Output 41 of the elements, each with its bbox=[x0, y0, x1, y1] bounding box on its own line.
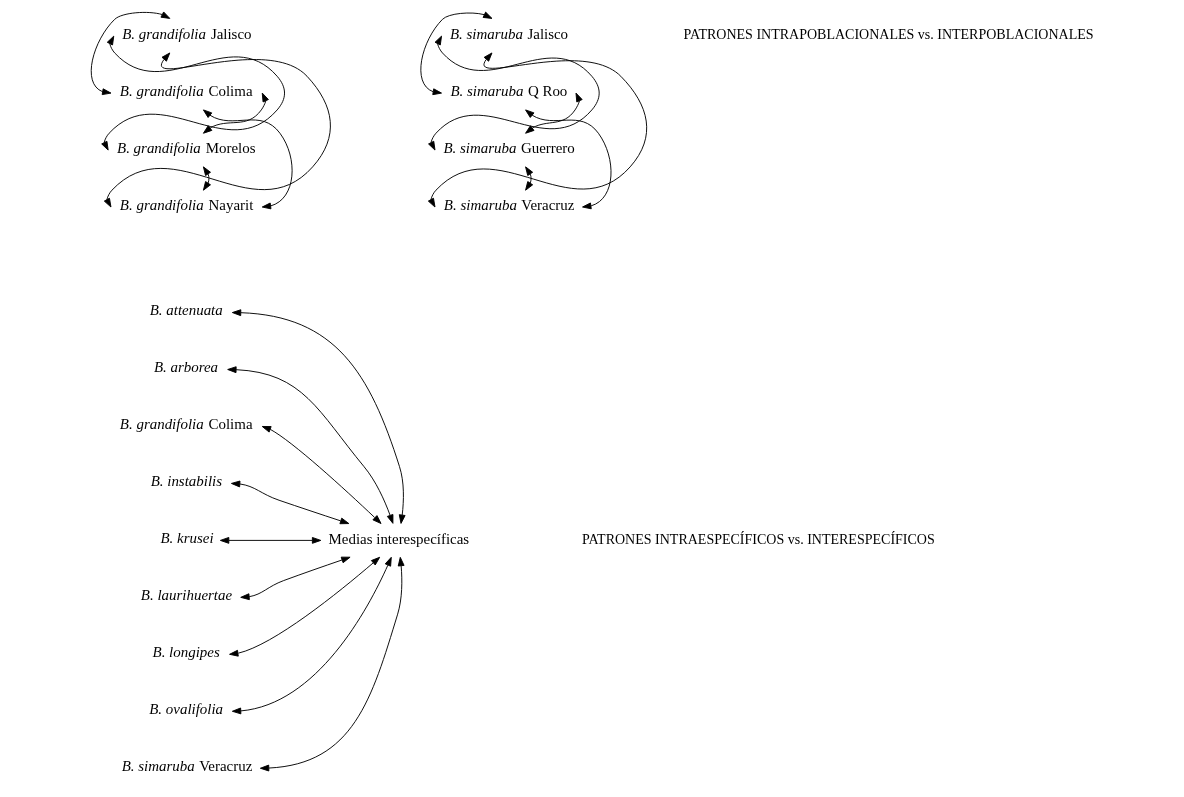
node-text: B. simaruba Veracruz bbox=[121, 757, 252, 774]
node-text: B. grandifolia Colima bbox=[119, 416, 253, 433]
arrow bbox=[219, 537, 321, 544]
arrow bbox=[231, 309, 406, 524]
arrow bbox=[103, 52, 331, 208]
arrow bbox=[90, 11, 170, 96]
node-text: B. grandifolia Morelos bbox=[116, 139, 256, 156]
node-text: B. simaruba Q Roo bbox=[449, 82, 567, 99]
arrow bbox=[202, 109, 293, 210]
node-text: Medias interespecíficas bbox=[328, 530, 469, 547]
label: PATRONES INTRAPOBLACIONALES vs. INTERPOBLACIONALES bbox=[682, 27, 1094, 43]
arrow bbox=[259, 556, 405, 772]
arrow bbox=[202, 92, 269, 134]
arrow bbox=[261, 426, 381, 524]
node-text: B. laurihuertae bbox=[140, 586, 232, 603]
arrow bbox=[231, 556, 392, 715]
arrow bbox=[226, 366, 393, 524]
arrow bbox=[524, 92, 583, 134]
node-text: B. ovalifolia bbox=[148, 700, 223, 717]
arrow bbox=[202, 166, 211, 191]
node-text: B. attenuata bbox=[149, 302, 223, 319]
node-text: B. simaruba Jalisco bbox=[449, 25, 568, 42]
node-text: B. krusei bbox=[159, 530, 214, 547]
node-text: B. grandifolia Jalisco bbox=[121, 25, 252, 42]
node-text: B. simaruba Veracruz bbox=[443, 196, 574, 213]
arrow bbox=[524, 109, 611, 210]
arrow bbox=[230, 480, 349, 525]
arrow bbox=[427, 52, 647, 208]
arrow bbox=[239, 556, 351, 601]
arrow bbox=[419, 11, 492, 96]
node-text: B. longipes bbox=[152, 643, 220, 660]
arrow bbox=[100, 35, 285, 151]
arrow bbox=[228, 556, 380, 657]
arrow bbox=[524, 166, 533, 191]
node-text: B. simaruba Guerrero bbox=[442, 139, 575, 156]
node-text: B. grandifolia Nayarit bbox=[119, 196, 253, 213]
node-text: B. arborea bbox=[153, 359, 218, 376]
node-text: B. instabilis bbox=[150, 473, 222, 490]
label: PATRONES INTRAESPECÍFICOS vs. INTERESPECÍFICOS bbox=[581, 531, 935, 547]
arrow bbox=[427, 35, 600, 151]
node-text: B. grandifolia Colima bbox=[119, 82, 253, 99]
